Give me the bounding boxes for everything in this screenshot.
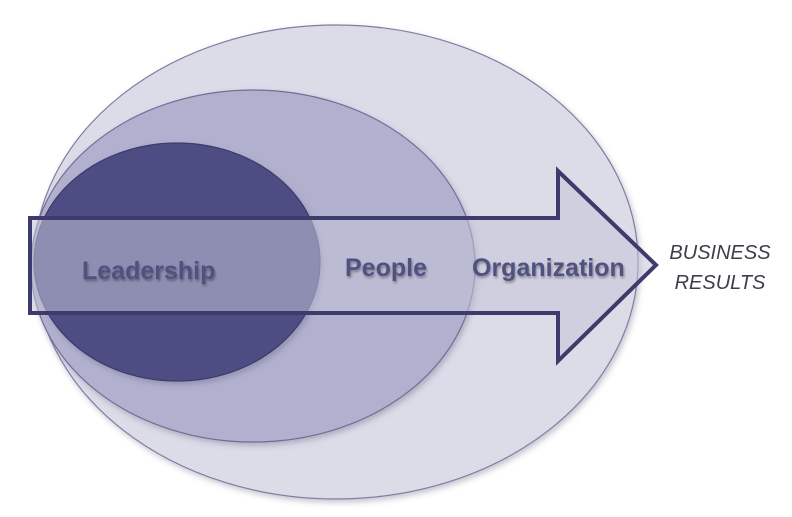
business-results-label: BUSINESS RESULTS (650, 238, 790, 298)
business-results-line-2: RESULTS (674, 272, 766, 294)
leadership-label: Leadership (82, 257, 215, 285)
people-label: People (345, 254, 427, 282)
organization-label: Organization (472, 254, 625, 282)
business-results-line-1: BUSINESS (669, 242, 771, 264)
progress-arrow (28, 166, 659, 366)
